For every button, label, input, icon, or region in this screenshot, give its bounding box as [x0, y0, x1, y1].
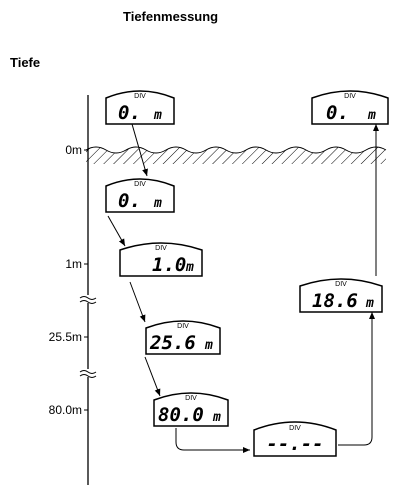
- display-unit: m: [153, 196, 162, 211]
- display-value: 0.: [118, 190, 141, 212]
- display-surface-end: DIV 0. m: [310, 88, 390, 126]
- display-value: 80.0: [158, 404, 204, 426]
- depth-label-1m: 1m: [65, 257, 82, 271]
- display-value: --.--: [266, 433, 323, 455]
- display-value: 0.: [326, 102, 349, 124]
- water-surface: [85, 146, 387, 170]
- display-unit: m: [185, 260, 194, 275]
- depth-label-0m: 0m: [65, 143, 82, 157]
- display-surface-start: DIV 0. m: [104, 88, 176, 126]
- div-label: DIV: [344, 93, 356, 100]
- display-18-6m: DIV 18.6 m: [298, 276, 384, 314]
- display-value: 18.6: [312, 290, 358, 312]
- display-descent-start: DIV 0. m: [104, 176, 176, 214]
- depth-axis: [79, 95, 97, 485]
- display-value: 1.0: [152, 254, 186, 276]
- div-label: DIV: [177, 323, 189, 330]
- display-80m: DIV 80.0 m: [152, 390, 230, 428]
- display-unit: m: [204, 338, 213, 353]
- depth-label-25-5m: 25.5m: [48, 330, 82, 344]
- depth-label-80m: 80.0m: [48, 403, 82, 417]
- div-label: DIV: [134, 93, 146, 100]
- display-unit: m: [365, 296, 374, 311]
- div-label: DIV: [289, 425, 301, 432]
- diagram-title: Tiefenmessung: [123, 9, 219, 24]
- display-value: 25.6: [149, 332, 196, 354]
- display-unit: m: [212, 410, 221, 425]
- display-value: 0.: [118, 102, 141, 124]
- display-unit: m: [153, 108, 162, 123]
- display-error: DIV --.--: [252, 418, 338, 458]
- div-label: DIV: [134, 181, 146, 188]
- display-unit: m: [367, 108, 376, 123]
- display-1m: DIV 1.0 m: [118, 240, 204, 278]
- sequence-arrows: [107, 123, 379, 453]
- depth-axis-title: Tiefe: [10, 55, 41, 70]
- div-label: DIV: [185, 395, 197, 402]
- display-25-6m: DIV 25.6 m: [144, 318, 222, 356]
- div-label: DIV: [335, 281, 347, 288]
- div-label: DIV: [155, 245, 167, 252]
